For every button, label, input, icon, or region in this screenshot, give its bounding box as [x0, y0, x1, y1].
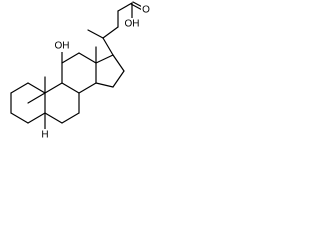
bond-d2 [112, 54, 125, 72]
atom-labels: O OH OH H [40, 4, 151, 141]
bond-c3 [78, 52, 97, 64]
bond-b1 [44, 82, 63, 94]
label-bg-oh-acid [124, 18, 141, 30]
label-bg-oh-ring [54, 40, 71, 52]
bond-b5 [44, 112, 63, 124]
bond-a6 [10, 82, 29, 94]
ring-b [44, 82, 80, 124]
side-chain-bond-2 [102, 26, 119, 39]
bond-d1 [95, 54, 114, 64]
label-bg-h [40, 129, 50, 141]
ring-a [10, 82, 46, 124]
label-bg-o [141, 4, 151, 16]
bond-d3 [112, 70, 125, 88]
bond-c5 [78, 82, 97, 94]
stereo-hydrogen-label: H [41, 130, 48, 141]
bond-a1 [27, 92, 46, 104]
carboxyl-oxygen-label: O [142, 5, 150, 16]
bond-b2 [61, 82, 80, 94]
ring-c [61, 52, 97, 94]
bond-a7 [27, 82, 46, 94]
bond-c2 [61, 52, 80, 64]
bond-b4 [61, 112, 80, 124]
bond-d4 [95, 82, 114, 88]
steroid-structure-diagram: O OH OH H [10, 1, 151, 141]
side-chain-bond-4 [117, 2, 133, 12]
side-chain-bond-1 [102, 37, 114, 56]
ring-d [95, 54, 125, 88]
bond-a4 [10, 112, 29, 124]
side-chain-methyl [87, 29, 104, 39]
ring-hydroxyl-label: OH [55, 41, 70, 52]
acid-hydroxyl-label: OH [125, 19, 140, 30]
bond-a3 [27, 112, 46, 124]
